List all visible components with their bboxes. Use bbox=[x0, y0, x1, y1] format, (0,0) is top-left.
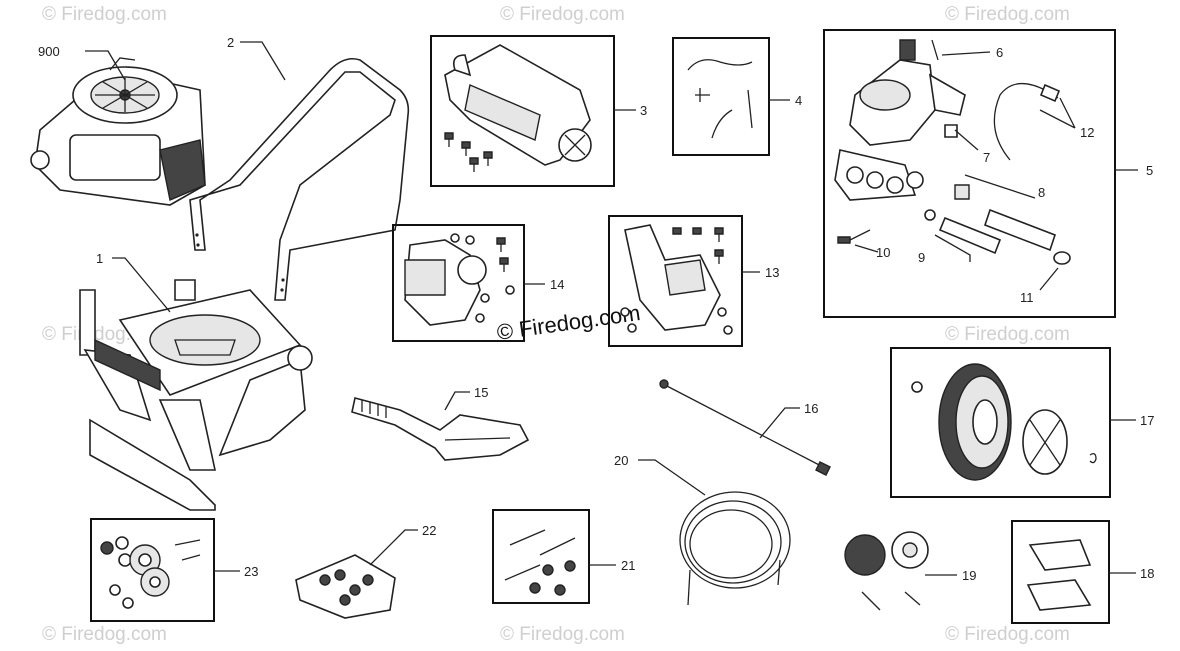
callout-8: 8 bbox=[1038, 185, 1045, 200]
hardware-bag-part bbox=[295, 554, 396, 619]
callout-19: 19 bbox=[962, 568, 976, 583]
part-box-18 bbox=[1011, 520, 1110, 624]
callout-5: 5 bbox=[1146, 163, 1153, 178]
callout-3: 3 bbox=[640, 103, 647, 118]
frame-part bbox=[79, 279, 313, 511]
watermark: © Firedog.com bbox=[945, 324, 1070, 345]
spray-gun-part bbox=[351, 397, 530, 461]
callout-14: 14 bbox=[550, 277, 564, 292]
part-box-4 bbox=[672, 37, 770, 156]
watermark: © Firedog.com bbox=[945, 624, 1070, 645]
callout-900: 900 bbox=[38, 44, 60, 59]
callout-11: 11 bbox=[1020, 290, 1034, 305]
engine-part bbox=[30, 57, 206, 206]
callout-4: 4 bbox=[795, 93, 802, 108]
callout-6: 6 bbox=[996, 45, 1003, 60]
watermark: © Firedog.com bbox=[500, 624, 625, 645]
hose-part bbox=[679, 491, 791, 606]
handle-part bbox=[189, 57, 410, 301]
callout-7: 7 bbox=[983, 150, 990, 165]
callout-9: 9 bbox=[918, 250, 925, 265]
watermark: © Firedog.com bbox=[945, 4, 1070, 25]
part-box-5 bbox=[823, 29, 1116, 318]
watermark: © Firedog.com bbox=[42, 4, 167, 25]
part-box-17 bbox=[890, 347, 1111, 498]
callout-20: 20 bbox=[614, 453, 628, 468]
callout-labels: 900 1 2 3 4 5 6 7 8 9 10 11 12 13 14 15 … bbox=[38, 35, 1154, 583]
callout-13: 13 bbox=[765, 265, 779, 280]
watermark-center: © Firedog.com bbox=[495, 300, 642, 345]
callout-2: 2 bbox=[227, 35, 234, 50]
watermark: © Firedog.com bbox=[500, 4, 625, 25]
leader-lines bbox=[85, 41, 1138, 576]
knobs-part bbox=[844, 531, 929, 611]
callout-22: 22 bbox=[422, 523, 436, 538]
callout-12: 12 bbox=[1080, 125, 1094, 140]
part-box-21 bbox=[492, 509, 590, 604]
callout-10: 10 bbox=[876, 245, 890, 260]
part-box-3 bbox=[430, 35, 615, 187]
callout-16: 16 bbox=[804, 401, 818, 416]
part-box-13 bbox=[608, 215, 743, 347]
callout-17: 17 bbox=[1140, 413, 1154, 428]
callout-21: 21 bbox=[621, 558, 635, 573]
callout-18: 18 bbox=[1140, 566, 1154, 581]
watermark: © Firedog.com bbox=[42, 624, 167, 645]
callout-23: 23 bbox=[244, 564, 258, 579]
wand-part bbox=[659, 379, 831, 476]
callout-1: 1 bbox=[96, 251, 103, 266]
callout-15: 15 bbox=[474, 385, 488, 400]
part-box-23 bbox=[90, 518, 215, 622]
part-box-14 bbox=[392, 224, 525, 342]
